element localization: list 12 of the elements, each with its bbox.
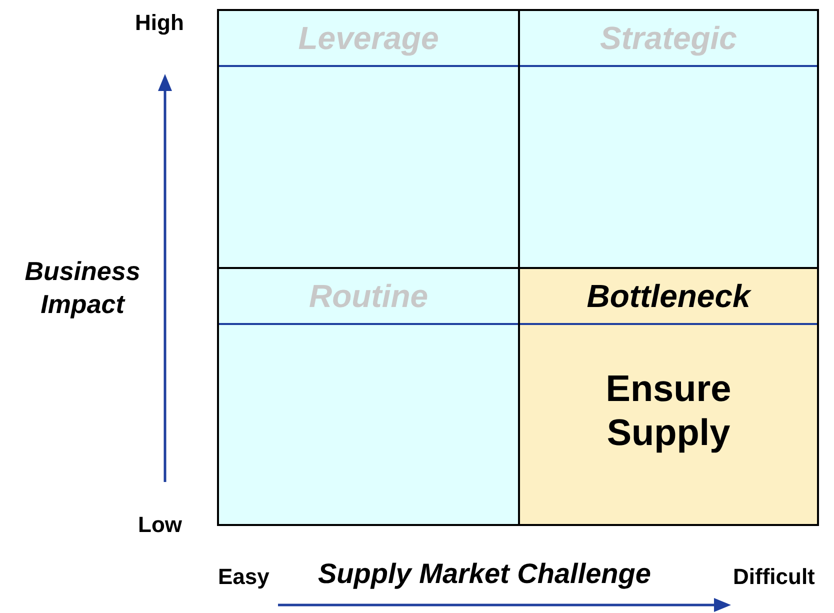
quadrant-cell [217, 9, 520, 269]
quadrant-cell [217, 267, 520, 526]
axis-label: Supply Market Challenge [318, 558, 651, 590]
axis-label: Business Impact [24, 255, 142, 321]
axis-label: Difficult [733, 564, 815, 590]
quadrant-cell [518, 9, 819, 269]
axis-label: Low [138, 512, 182, 538]
quadrant-text: Ensure Supply [604, 367, 732, 455]
quadrant-cell [518, 267, 819, 526]
axis-label: Easy [218, 564, 270, 590]
quadrant-title: Bottleneck [586, 277, 750, 316]
axis-label: High [135, 10, 184, 36]
